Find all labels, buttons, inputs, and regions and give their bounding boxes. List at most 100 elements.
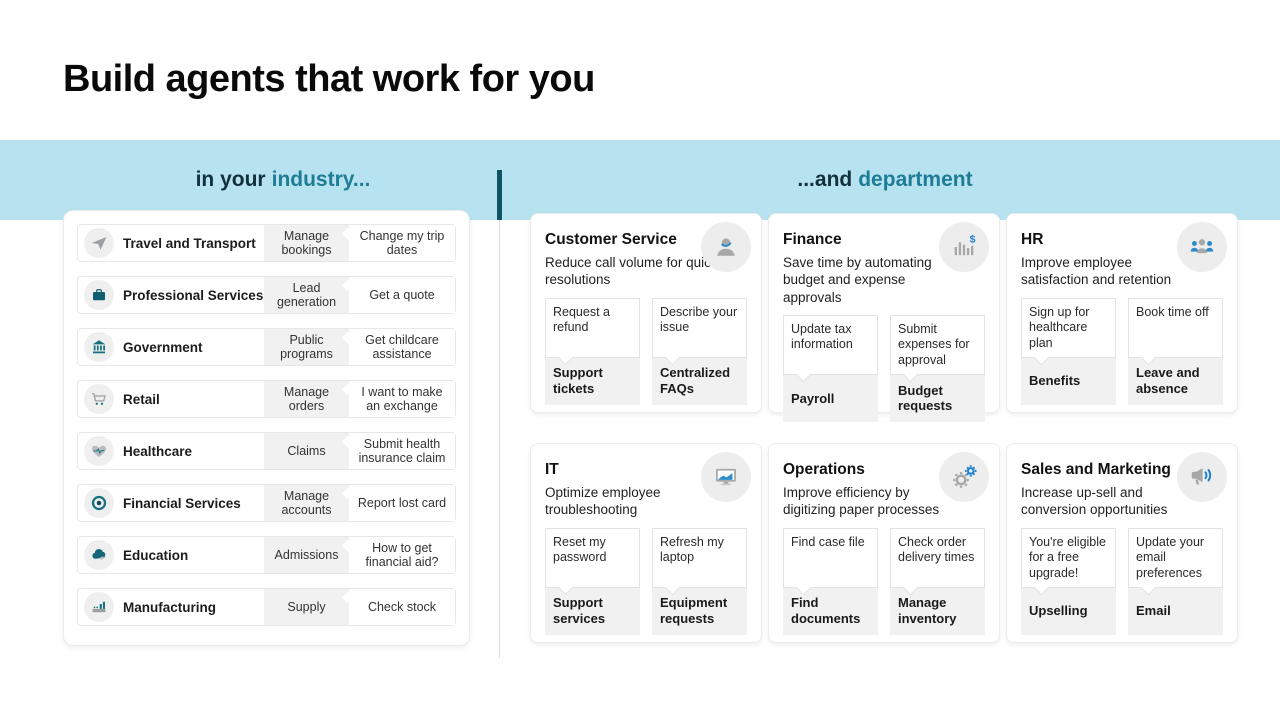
monitor-chart-icon xyxy=(701,452,751,502)
utterance-bubble: Find case file xyxy=(783,527,878,595)
department-item: Check order delivery times Manage invent… xyxy=(890,527,985,635)
page-title: Build agents that work for you xyxy=(63,58,595,100)
department-card-hr: HR Improve employee satisfaction and ret… xyxy=(1006,213,1238,413)
industry-topic-chip: Public programs xyxy=(264,329,349,365)
department-description: Improve efficiency by digitizing paper p… xyxy=(783,485,940,518)
bar-chart-dollar-icon: $ xyxy=(939,222,989,272)
department-item: Sign up for healthcare plan Benefits xyxy=(1021,297,1116,405)
industry-name-cell: Professional Services xyxy=(78,277,264,313)
utterance-bubble: Describe your issue xyxy=(652,297,747,365)
industry-row-travel: Travel and Transport Manage bookings Cha… xyxy=(77,224,456,262)
utterance-bubble: Reset my password xyxy=(545,527,640,595)
utterance-bubble: Check order delivery times xyxy=(890,527,985,595)
utterance-bubble: You're eligible for a free upgrade! xyxy=(1021,527,1116,595)
industry-name-cell: Education xyxy=(78,537,264,573)
industry-topic-chip: Supply xyxy=(264,589,349,625)
section-divider-line xyxy=(499,220,500,658)
industry-row-retail: Retail Manage orders I want to make an e… xyxy=(77,380,456,418)
department-card-sales-marketing: Sales and Marketing Increase up-sell and… xyxy=(1006,443,1238,643)
department-title: IT xyxy=(545,461,559,478)
industry-name: Retail xyxy=(123,391,160,407)
industry-example-chip: Get a quote xyxy=(342,277,455,313)
department-item: Find case file Find documents xyxy=(783,527,878,635)
industry-name-cell: Healthcare xyxy=(78,433,264,469)
utterance-bubble: Book time off xyxy=(1128,297,1223,365)
industry-example-chip: Get childcare assistance xyxy=(342,329,455,365)
department-item: Refresh my laptop Equipment requests xyxy=(652,527,747,635)
industry-topic-chip: Manage bookings xyxy=(264,225,349,261)
industry-section-label: in your industry... xyxy=(63,140,503,220)
topic-label: Benefits xyxy=(1021,357,1116,405)
department-card-it: IT Optimize employee troubleshooting Res… xyxy=(530,443,762,643)
industry-name: Financial Services xyxy=(123,495,241,511)
industry-example-chip: I want to make an exchange xyxy=(342,381,455,417)
industry-row-healthcare: Healthcare Claims Submit health insuranc… xyxy=(77,432,456,470)
industry-name: Professional Services xyxy=(123,287,264,303)
briefcase-icon xyxy=(84,280,114,310)
department-description: Improve employee satisfaction and retent… xyxy=(1021,255,1172,288)
department-item: Reset my password Support services xyxy=(545,527,640,635)
topic-label: Leave and absence xyxy=(1128,357,1223,405)
band-divider xyxy=(497,170,502,220)
department-description: Increase up-sell and conversion opportun… xyxy=(1021,485,1168,518)
industry-topic-chip: Manage orders xyxy=(264,381,349,417)
department-card-operations: Operations Improve efficiency by digitiz… xyxy=(768,443,1000,643)
department-title: Finance xyxy=(783,231,842,248)
industry-name: Healthcare xyxy=(123,443,193,459)
topic-label: Email xyxy=(1128,587,1223,635)
topic-label: Budget requests xyxy=(890,374,985,422)
education-cloud-icon xyxy=(84,540,114,570)
utterance-bubble: Sign up for healthcare plan xyxy=(1021,297,1116,365)
industry-name-cell: Government xyxy=(78,329,264,365)
department-items: Find case file Find documents Check orde… xyxy=(783,527,985,635)
department-title: Sales and Marketing xyxy=(1021,461,1171,478)
department-description: Save time by automating budget and expen… xyxy=(783,255,932,305)
topic-label: Support tickets xyxy=(545,357,640,405)
industry-example-chip: How to get financial aid? xyxy=(342,537,455,573)
industry-row-manufacturing: Manufacturing Supply Check stock xyxy=(77,588,456,626)
topic-label: Manage inventory xyxy=(890,587,985,635)
industry-name-cell: Financial Services xyxy=(78,485,264,521)
industry-topic-chip: Admissions xyxy=(264,537,349,573)
department-items: Sign up for healthcare plan Benefits Boo… xyxy=(1021,297,1223,405)
industry-row-professional-services: Professional Services Lead generation Ge… xyxy=(77,276,456,314)
industry-example-chip: Report lost card xyxy=(342,485,455,521)
industry-name-cell: Retail xyxy=(78,381,264,417)
department-item: Submit expenses for approval Budget requ… xyxy=(890,314,985,422)
bank-icon xyxy=(84,332,114,362)
industry-example-chip: Change my trip dates xyxy=(342,225,455,261)
department-items: Reset my password Support services Refre… xyxy=(545,527,747,635)
department-items: You're eligible for a free upgrade! Upse… xyxy=(1021,527,1223,635)
department-description: Optimize employee troubleshooting xyxy=(545,485,661,518)
topic-label: Payroll xyxy=(783,374,878,422)
industry-example-chip: Check stock xyxy=(342,589,455,625)
department-item: Update your email preferences Email xyxy=(1128,527,1223,635)
industry-name: Manufacturing xyxy=(123,599,216,615)
department-grid: Customer Service Reduce call volume for … xyxy=(530,213,1238,643)
industry-row-education: Education Admissions How to get financia… xyxy=(77,536,456,574)
topic-label: Upselling xyxy=(1021,587,1116,635)
topic-label: Centralized FAQs xyxy=(652,357,747,405)
heart-pulse-icon xyxy=(84,436,114,466)
department-card-finance: Finance $ Save time by automating budget… xyxy=(768,213,1000,422)
department-item: Update tax information Payroll xyxy=(783,314,878,422)
industry-name: Travel and Transport xyxy=(123,235,256,251)
airplane-icon xyxy=(84,228,114,258)
topic-label: Equipment requests xyxy=(652,587,747,635)
department-item: Request a refund Support tickets xyxy=(545,297,640,405)
department-item: Book time off Leave and absence xyxy=(1128,297,1223,405)
utterance-bubble: Refresh my laptop xyxy=(652,527,747,595)
department-items: Update tax information Payroll Submit ex… xyxy=(783,314,985,422)
section-band xyxy=(0,140,1280,220)
industry-row-financial-services: Financial Services Manage accounts Repor… xyxy=(77,484,456,522)
cart-icon xyxy=(84,384,114,414)
department-item: Describe your issue Centralized FAQs xyxy=(652,297,747,405)
industry-name-cell: Travel and Transport xyxy=(78,225,264,261)
industry-name: Government xyxy=(123,339,203,355)
department-description: Reduce call volume for quick resolutions xyxy=(545,255,718,288)
industry-topic-chip: Claims xyxy=(264,433,349,469)
industry-panel: Travel and Transport Manage bookings Cha… xyxy=(63,210,470,646)
utterance-bubble: Request a refund xyxy=(545,297,640,365)
industry-name: Education xyxy=(123,547,189,563)
